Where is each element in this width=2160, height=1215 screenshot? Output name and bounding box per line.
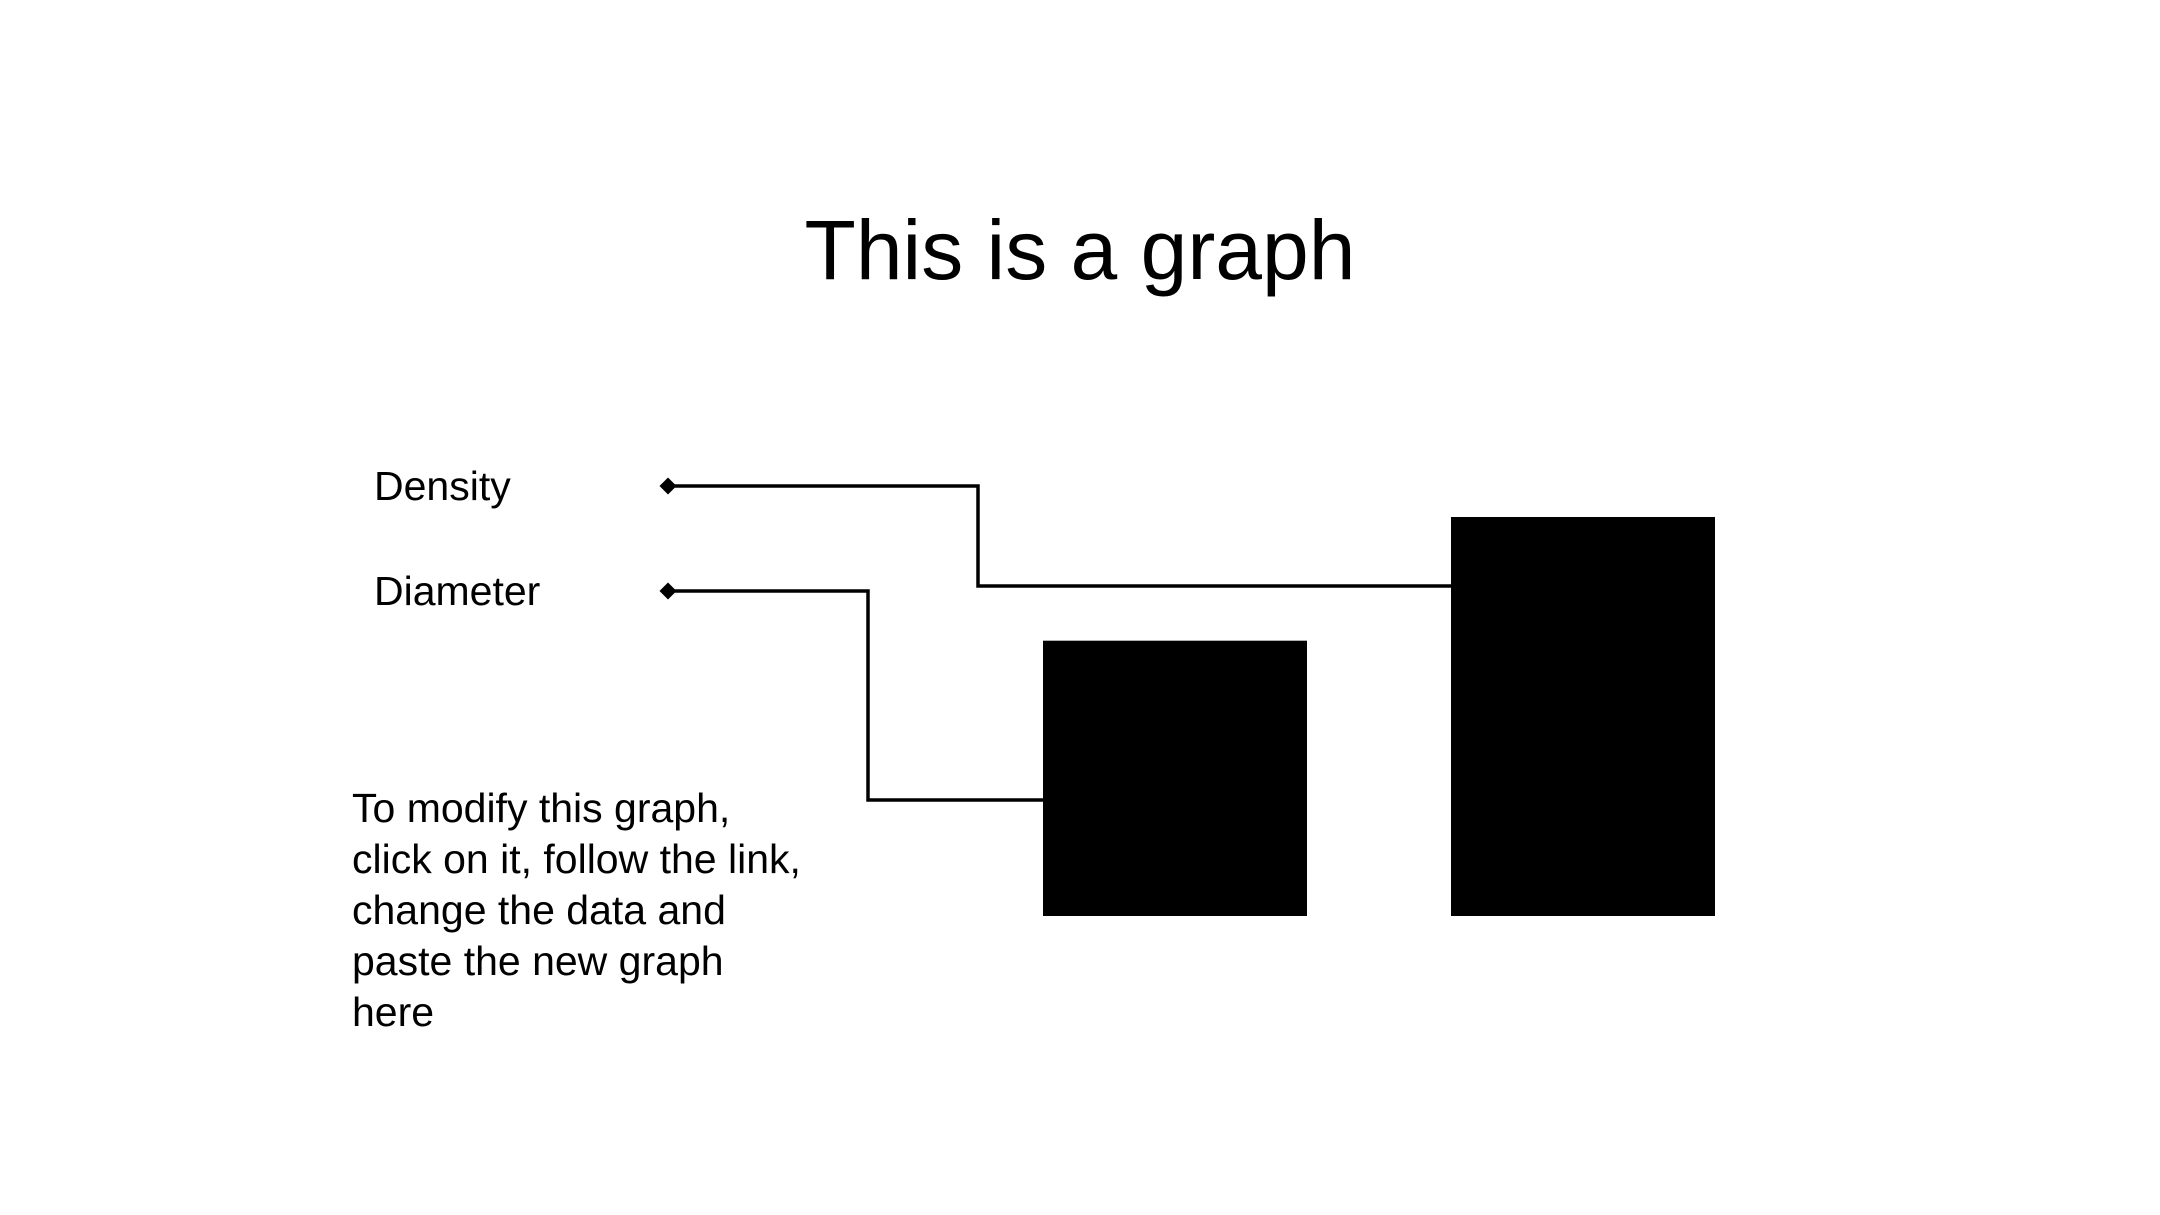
page-title: This is a graph (804, 203, 1356, 297)
bar-density (1451, 517, 1715, 916)
legend-label-density: Density (374, 463, 511, 509)
bar-diameter (1043, 640, 1307, 916)
legend-marker-density (659, 477, 677, 495)
legend-marker-diameter (659, 582, 677, 600)
instruction-note: To modify this graph, click on it, follo… (352, 785, 801, 1035)
bars-layer (1043, 517, 1715, 916)
legend-label-diameter: Diameter (374, 568, 540, 614)
leader-line-diameter (668, 589, 1043, 802)
leader-line-density (668, 484, 1451, 588)
legend-leaders (668, 484, 1451, 802)
